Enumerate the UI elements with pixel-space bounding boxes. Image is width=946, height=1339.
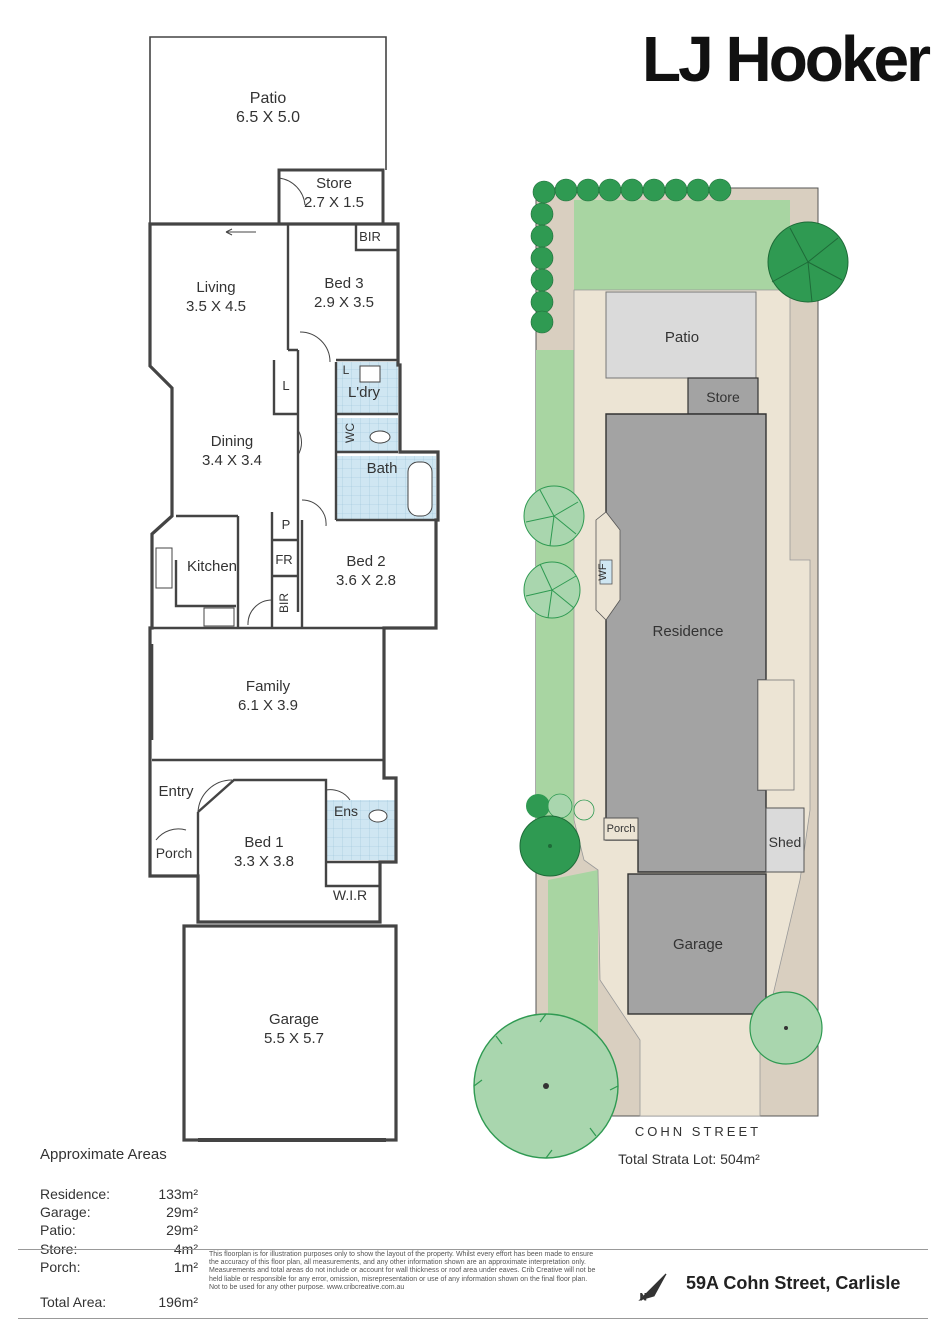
room-dims-family: 6.1 X 3.9 (238, 697, 298, 714)
area-value: 29m² (166, 1204, 198, 1220)
back-lawn (574, 200, 790, 290)
tree-front-large (473, 1013, 619, 1159)
site-residence (605, 413, 767, 873)
site-label-patio: Patio (665, 329, 699, 346)
north-arrow-icon: N (638, 1273, 667, 1303)
room-label-bed1: Bed 1 (244, 834, 283, 851)
patio-outline (149, 36, 387, 224)
site-shed (765, 807, 805, 873)
room-label-bed2: Bed 2 (346, 553, 385, 570)
area-label: Patio: (40, 1222, 76, 1238)
tree-side-2 (523, 561, 581, 619)
room-label-bed3: Bed 3 (324, 275, 363, 292)
area-value: 1m² (173, 1259, 198, 1275)
room-label-kitchen: Kitchen (187, 558, 237, 575)
garage-outline (182, 924, 398, 1142)
room-label-bath: Bath (367, 460, 398, 477)
room-label-dining: Dining (211, 433, 254, 450)
room-label-wc: WC (343, 423, 357, 443)
sliding-door-arrow (225, 228, 256, 236)
hedge (530, 178, 732, 334)
door-swings (155, 177, 351, 841)
wc-toilet (369, 430, 391, 444)
area-value: 196m² (158, 1294, 198, 1310)
area-label: Residence: (40, 1186, 111, 1202)
site-label-residence: Residence (653, 623, 724, 640)
ensuite-tiles (326, 800, 396, 860)
room-label-living: Living (196, 279, 235, 296)
shrubs-porch (526, 793, 595, 821)
room-dims-store: 2.7 X 1.5 (304, 194, 364, 211)
ensuite-toilet (368, 809, 388, 823)
cooktop (203, 607, 235, 627)
property-address: 59A Cohn Street, Carlisle (686, 1273, 901, 1293)
house-outline (148, 222, 440, 924)
room-label-pantry: P (282, 517, 291, 532)
floor-plan (148, 36, 440, 1142)
room-label-porch: Porch (156, 845, 193, 861)
room-label-family: Family (246, 678, 291, 695)
room-dims-dining: 3.4 X 3.4 (202, 452, 262, 469)
site-porch (603, 817, 639, 841)
site-label-shed: Shed (769, 834, 802, 850)
room-label-entry: Entry (158, 783, 194, 800)
kitchen-sink (155, 547, 173, 589)
room-label-ensuite: Ens (334, 803, 358, 819)
room-label-linen-hall: L (282, 378, 289, 393)
room-label-bir-bed2: BIR (277, 593, 291, 613)
tree-back-right (767, 221, 849, 303)
site-plan (473, 178, 849, 1159)
room-dims-bed2: 3.6 X 2.8 (336, 572, 396, 589)
disclaimer-text: This floorplan is for illustration purpo… (209, 1251, 596, 1291)
site-wf (599, 559, 613, 585)
area-label: Porch: (40, 1259, 81, 1275)
footer-rule-top (18, 1249, 928, 1250)
room-dims-living: 3.5 X 4.5 (186, 298, 246, 315)
tree-front-small (519, 815, 581, 877)
room-label-store: Store (316, 175, 352, 192)
room-label-patio: Patio (250, 90, 287, 107)
room-label-fridge: FR (275, 552, 292, 567)
area-label: Garage: (40, 1204, 91, 1220)
svg-text:N: N (640, 1292, 647, 1302)
site-label-store: Store (706, 389, 740, 405)
room-dims-bed3: 2.9 X 3.5 (314, 294, 374, 311)
bathtub (407, 461, 433, 517)
internal-walls (152, 224, 436, 888)
laundry-tub (359, 365, 381, 383)
tree-side-1 (523, 485, 585, 547)
footer-rule-bottom (18, 1318, 928, 1319)
room-label-wir: W.I.R (333, 887, 367, 903)
room-dims-garage: 5.5 X 5.7 (264, 1030, 324, 1047)
room-label-linen-laundry: L (343, 363, 350, 377)
room-dims-bed1: 3.3 X 3.8 (234, 853, 294, 870)
area-label: Total Area: (40, 1294, 107, 1310)
site-patio (605, 291, 757, 379)
room-label-laundry: L'dry (348, 384, 381, 401)
site-garage (627, 873, 767, 1015)
room-label-bir-bed3: BIR (359, 229, 381, 244)
site-bay (757, 679, 795, 791)
area-value: 29m² (166, 1222, 198, 1238)
site-label-garage: Garage (673, 936, 723, 953)
area-value: 133m² (158, 1186, 198, 1202)
room-dims-patio: 6.5 X 5.0 (236, 109, 300, 126)
site-store (687, 377, 759, 415)
site-label-porch: Porch (607, 823, 636, 835)
brand-logo: LJ Hooker (642, 23, 931, 95)
areas-title: Approximate Areas (40, 1146, 167, 1163)
street-name: COHN STREET (634, 1124, 762, 1139)
tree-front-right (749, 991, 823, 1065)
strata-area: Total Strata Lot: 504m² (618, 1151, 760, 1167)
room-label-garage: Garage (269, 1011, 319, 1028)
site-label-wf: WF (597, 563, 609, 580)
